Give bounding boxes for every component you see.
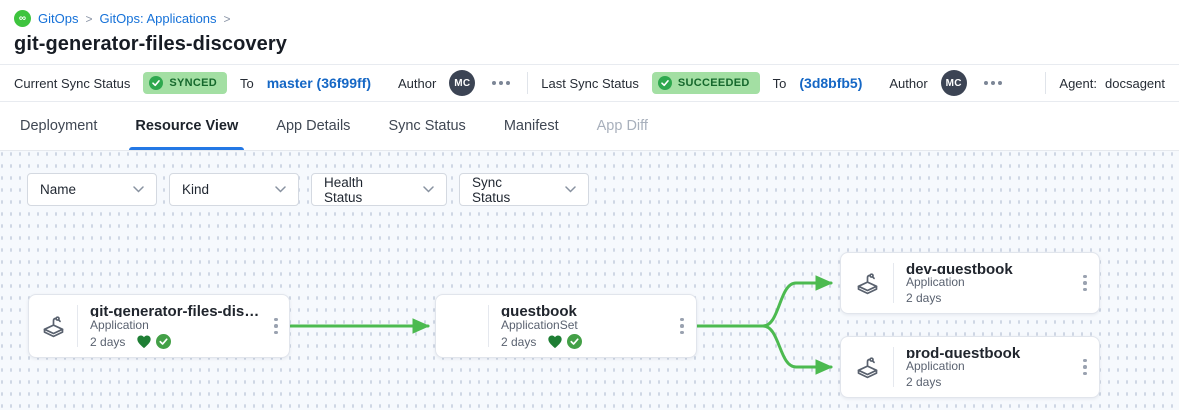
last-sync-status-badge: SUCCEEDED [651, 72, 760, 94]
node-title: git-generator-files-disco... [90, 303, 261, 317]
node-menu-button[interactable] [267, 295, 286, 357]
node-info: prod-guestbook Application 2 days [894, 337, 1075, 397]
graph-node-dev-guestbook[interactable]: dev-guestbook Application 2 days [840, 252, 1100, 314]
status-bar-divider [1045, 72, 1047, 94]
graph-node-git-generator-files-discovery[interactable]: git-generator-files-disco... Application… [28, 294, 290, 358]
gitops-logo-icon: ∞ [14, 10, 31, 27]
agent-info: Agent: docsagent [1059, 76, 1165, 91]
current-sync-status-badge-label: SYNCED [169, 77, 217, 89]
filter-health-status-dropdown[interactable]: Health Status [311, 173, 447, 206]
application-crane-icon [29, 295, 77, 357]
node-kind: Application [906, 275, 965, 289]
filter-kind-dropdown[interactable]: Kind [169, 173, 299, 206]
node-divider [893, 347, 894, 387]
chevron-down-icon [275, 186, 286, 193]
filter-sync-status-dropdown[interactable]: Sync Status [459, 173, 589, 206]
breadcrumb-separator-icon: > [85, 11, 93, 26]
current-sync-author-avatar: MC [449, 70, 476, 96]
node-info: git-generator-files-disco... Application… [78, 295, 266, 357]
application-crane-icon [841, 253, 893, 313]
node-icon-placeholder [436, 295, 488, 357]
current-sync-status-badge: SYNCED [143, 72, 227, 94]
last-sync-to-label: To [772, 75, 787, 91]
filter-name-dropdown[interactable]: Name [27, 173, 157, 206]
health-heart-icon [137, 335, 152, 349]
health-heart-icon [548, 335, 563, 349]
current-sync-to-label: To [239, 75, 254, 91]
tab-resource-view[interactable]: Resource View [129, 102, 245, 150]
breadcrumb-separator-icon: > [223, 11, 231, 26]
last-sync-revision-link[interactable]: (3d8bfb5) [799, 75, 863, 91]
tab-deployment[interactable]: Deployment [20, 118, 98, 134]
breadcrumb: ∞ GitOps > GitOps: Applications > [14, 10, 1165, 27]
graph-node-guestbook[interactable]: guestbook ApplicationSet 2 days [435, 294, 697, 358]
status-bar-divider [527, 72, 529, 94]
breadcrumb-link-gitops[interactable]: GitOps [38, 11, 79, 26]
node-title: guestbook [501, 303, 577, 317]
last-sync-status-badge-label: SUCCEEDED [677, 77, 750, 89]
tab-app-diff: App Diff [596, 118, 648, 134]
sync-status-bar: Current Sync Status SYNCED To master (36… [0, 64, 1179, 102]
graph-filters: Name Kind Health Status Sync Status [27, 173, 589, 206]
last-sync-author-avatar: MC [940, 70, 967, 96]
filter-name-label: Name [40, 182, 77, 197]
last-sync-author-label: Author [889, 75, 928, 91]
breadcrumb-link-applications[interactable]: GitOps: Applications [99, 11, 217, 26]
node-menu-button[interactable] [1075, 253, 1095, 313]
current-sync-more-actions-button[interactable] [488, 77, 514, 89]
chevron-down-icon [133, 186, 144, 193]
current-sync-status-label: Current Sync Status [14, 75, 131, 91]
current-sync-author-label: Author [397, 75, 437, 91]
agent-value: docsagent [1105, 75, 1165, 91]
application-crane-icon [841, 337, 893, 397]
tab-manifest[interactable]: Manifest [503, 118, 559, 134]
edge-guestbook-to-prod [695, 324, 833, 375]
last-sync-more-actions-button[interactable] [980, 77, 1006, 89]
page-title: git-generator-files-discovery [14, 33, 287, 55]
sync-check-icon [567, 334, 583, 349]
node-age: 2 days [90, 334, 126, 349]
node-menu-button[interactable] [1075, 337, 1095, 397]
filter-health-status-label: Health Status [324, 174, 364, 205]
resource-graph-canvas[interactable]: Name Kind Health Status Sync Status [0, 151, 1179, 410]
check-circle-icon [657, 76, 672, 90]
node-info: guestbook ApplicationSet 2 days [489, 295, 672, 357]
chevron-down-icon [565, 186, 576, 193]
app-tabs: Deployment Resource View App Details Syn… [0, 102, 1179, 151]
node-title: dev-guestbook [906, 261, 1013, 274]
edge-guestbook-to-dev [695, 275, 833, 328]
filter-sync-status-label: Sync Status [472, 174, 511, 205]
sync-check-icon [156, 334, 172, 349]
graph-node-prod-guestbook[interactable]: prod-guestbook Application 2 days [840, 336, 1100, 398]
node-divider [893, 263, 894, 303]
current-sync-revision-link[interactable]: master (36f99ff) [266, 75, 371, 91]
page-header: ∞ GitOps > GitOps: Applications > git-ge… [0, 0, 1179, 64]
tab-app-details[interactable]: App Details [276, 118, 351, 134]
node-kind: Application [90, 318, 149, 332]
agent-label: Agent: [1059, 75, 1097, 91]
node-age: 2 days [906, 291, 942, 305]
node-divider [77, 305, 79, 347]
node-kind: Application [906, 359, 965, 373]
node-title: prod-guestbook [906, 345, 1021, 358]
node-info: dev-guestbook Application 2 days [894, 253, 1075, 313]
check-circle-icon [149, 76, 164, 90]
node-kind: ApplicationSet [501, 318, 578, 332]
node-age: 2 days [906, 375, 942, 389]
last-sync-status-label: Last Sync Status [541, 75, 639, 91]
node-divider [488, 305, 489, 347]
node-age: 2 days [501, 334, 537, 349]
chevron-down-icon [423, 186, 434, 193]
tab-sync-status[interactable]: Sync Status [388, 118, 466, 134]
node-menu-button[interactable] [672, 295, 692, 357]
filter-kind-label: Kind [182, 182, 210, 197]
